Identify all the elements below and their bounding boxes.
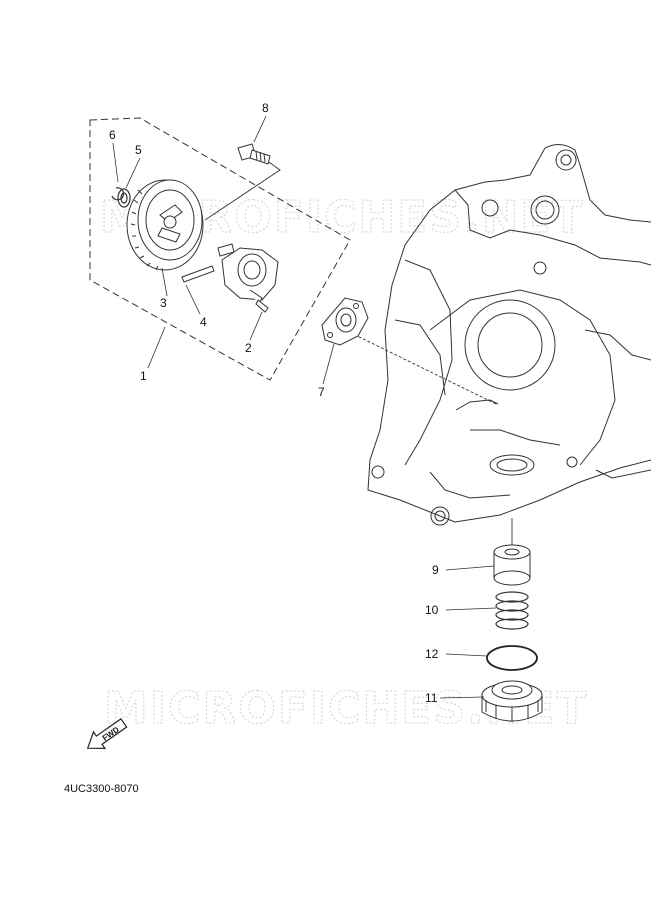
callout-8: 8	[262, 101, 269, 115]
assembly-boundary	[89, 117, 351, 381]
leader-lines	[112, 115, 497, 699]
washer-part	[117, 188, 131, 208]
callout-10: 10	[425, 603, 439, 617]
gasket-part	[321, 297, 369, 346]
callout-5: 5	[135, 143, 142, 157]
callout-11: 11	[425, 691, 438, 705]
callout-6: 6	[109, 128, 116, 142]
oil-pump-gear-part	[126, 179, 204, 271]
crankcase-outline	[367, 144, 651, 526]
callout-12: 12	[425, 647, 439, 661]
screw-part	[255, 299, 269, 313]
gasket-guide-line	[344, 329, 497, 405]
pin-part	[181, 265, 215, 283]
callout-4: 4	[200, 315, 207, 329]
strainer-cap-part	[493, 544, 531, 586]
oil-pump-housing-part	[217, 243, 279, 306]
drain-plug-part	[481, 680, 543, 722]
callout-2: 2	[245, 341, 252, 355]
bolt-part	[237, 143, 271, 165]
callout-9: 9	[432, 563, 439, 577]
o-ring-part	[486, 645, 538, 671]
bolt-guide-line	[204, 159, 281, 221]
callout-3: 3	[160, 296, 167, 310]
circlip-part	[111, 187, 125, 201]
document-code: 4UC3300-8070	[64, 783, 139, 795]
callout-7: 7	[318, 385, 325, 399]
spring-part	[495, 591, 529, 630]
callout-1: 1	[140, 369, 147, 383]
